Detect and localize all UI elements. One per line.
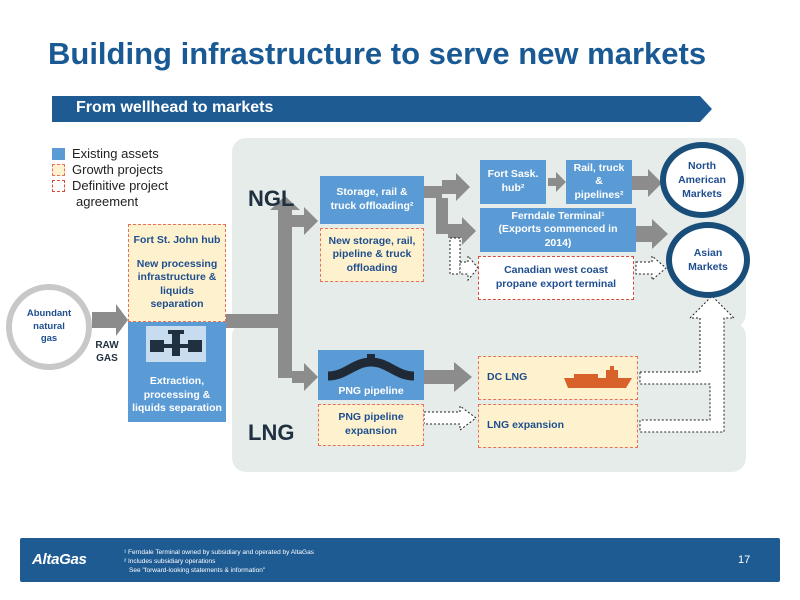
to-fort-sask-arrow	[442, 173, 470, 201]
legend-growth-swatch	[52, 164, 65, 176]
section-banner	[52, 96, 712, 122]
fort-sask-box: Fort Sask. hub²	[480, 160, 546, 204]
footer-bar	[20, 538, 780, 582]
lng-arrow	[292, 363, 318, 391]
legend-existing-swatch	[52, 148, 65, 160]
abundant-gas-label: Abundant natural gas	[26, 308, 72, 345]
footnotes: ¹ Ferndale Terminal owned by subsidiary …	[124, 549, 314, 575]
abundant-gas-circle: Abundant natural gas	[6, 284, 92, 370]
ngl-label: NGL	[248, 186, 295, 211]
footnote-3: See "forward-looking statements & inform…	[129, 566, 266, 574]
legend-growth-label: Growth projects	[72, 162, 164, 177]
ferndale-title: Ferndale Terminal¹	[511, 209, 605, 222]
ferndale-note: (Exports commenced in 2014)	[498, 223, 618, 249]
to-lng-expansion-arrow	[423, 405, 477, 431]
legend-definitive-swatch	[52, 180, 65, 192]
trunk-arrow	[226, 314, 278, 328]
legend-definitive-label-2: agreement	[76, 194, 139, 209]
to-north-american-arrow	[632, 169, 662, 197]
fort-st-john-desc: New processing infrastructure & liquids …	[136, 257, 218, 311]
split-vertical	[278, 228, 292, 378]
raw-gas-arrow	[92, 304, 128, 336]
to-asian-arrow	[636, 219, 668, 249]
to-dc-lng-arrow	[424, 362, 472, 392]
pipeline-icon	[327, 354, 415, 381]
footnote-2: ² Includes subsidiary operations	[124, 557, 216, 565]
asian-markets-circle: Asian Markets	[666, 222, 750, 298]
processing-plant-icon	[146, 326, 206, 362]
page-title: Building infrastructure to serve new mar…	[48, 36, 707, 71]
lng-ship-icon	[564, 366, 632, 388]
legend-definitive-label: Definitive project	[72, 178, 169, 193]
banner-title: From wellhead to markets	[76, 99, 274, 116]
asian-markets-label: Asian Markets	[688, 246, 728, 273]
altagas-logo: AltaGas	[32, 551, 87, 568]
raw-gas-label: RAW GAS	[95, 340, 119, 364]
ferndale-box: Ferndale Terminal¹ (Exports commenced in…	[480, 208, 636, 252]
legend-existing-label: Existing assets	[72, 146, 159, 161]
north-american-markets-circle: North American Markets	[660, 142, 744, 218]
propane-to-asian-arrow	[635, 254, 667, 282]
page-number: 17	[738, 554, 751, 566]
ngl-arrow	[292, 207, 318, 235]
png-pipeline-label: PNG pipeline	[338, 385, 404, 398]
extraction-label: Extraction, processing & liquids separat…	[132, 375, 222, 415]
png-expansion-box: PNG pipeline expansion	[318, 404, 424, 446]
lng-label: LNG	[248, 420, 295, 445]
to-propane-arrow	[459, 254, 479, 282]
footnote-1: ¹ Ferndale Terminal owned by subsidiary …	[124, 549, 314, 556]
fort-st-john-title: Fort St. John hub	[133, 233, 221, 246]
rail-truck-box: Rail, truck & pipelines²	[566, 160, 632, 204]
dc-lng-label: DC LNG	[487, 371, 528, 384]
new-storage-box: New storage, rail, pipeline & truck offl…	[320, 228, 424, 282]
to-rail-arrow	[548, 172, 566, 192]
north-american-markets-label: North American Markets	[678, 159, 726, 201]
lng-expansion-box: LNG expansion	[478, 404, 638, 448]
ngl-up-arrow-base	[270, 196, 300, 228]
lng-to-asian-arrow	[639, 295, 736, 433]
fort-st-john-box: Fort St. John hub New processing infrast…	[128, 224, 226, 322]
storage-box: Storage, rail & truck offloading²	[320, 176, 424, 224]
propane-terminal-box: Canadian west coast propane export termi…	[478, 256, 634, 300]
